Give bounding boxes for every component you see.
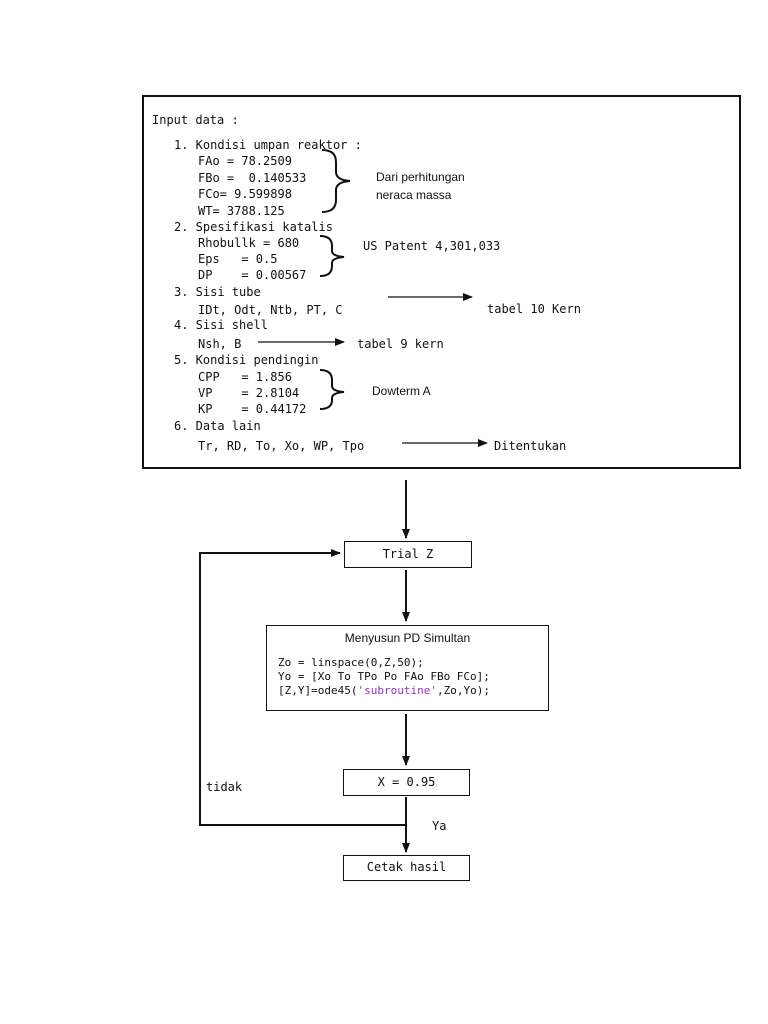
section-2-line-dp: DP = 0.00567 bbox=[198, 268, 307, 282]
section-2-line-eps: Eps = 0.5 bbox=[198, 252, 278, 266]
section-5-line-cpp: CPP = 1.856 bbox=[198, 370, 292, 384]
section-1-line-fco: FCo= 9.599898 bbox=[198, 187, 292, 201]
code-line-1: Zo = linspace(0,Z,50); bbox=[278, 656, 424, 669]
check-x-box: X = 0.95 bbox=[343, 769, 470, 796]
code-line-3: [Z,Y]=ode45('subroutine',Zo,Yo); bbox=[278, 684, 490, 698]
section-6-note: Ditentukan bbox=[494, 439, 567, 453]
section-1-heading: 1. Kondisi umpan reaktor : bbox=[174, 138, 362, 152]
code-line-3-pre: [Z,Y]=ode45( bbox=[278, 684, 358, 697]
input-title: Input data : bbox=[152, 113, 239, 127]
section-3-heading: 3. Sisi tube bbox=[174, 285, 261, 299]
code-line-2: Yo = [Xo To TPo Po FAo FBo FCo]; bbox=[278, 670, 490, 683]
brace-spesifikasi-katalis bbox=[319, 235, 345, 277]
section-2-line-rho: Rhobullk = 680 bbox=[198, 236, 300, 250]
brace-kondisi-pendingin bbox=[319, 369, 345, 410]
section-2-heading: 2. Spesifikasi katalis bbox=[174, 220, 333, 234]
section-3-note: tabel 10 Kern bbox=[487, 302, 581, 316]
pd-simultan-title: Menyusun PD Simultan bbox=[344, 631, 471, 645]
label-tidak: tidak bbox=[206, 780, 243, 794]
code-line-3-string: 'subroutine' bbox=[357, 684, 437, 697]
section-6-line: Tr, RD, To, Xo, WP, Tpo bbox=[198, 439, 365, 453]
section-5-line-vp: VP = 2.8104 bbox=[198, 386, 300, 400]
section-1-line-wt: WT= 3788.125 bbox=[198, 204, 285, 218]
cetak-hasil-box: Cetak hasil bbox=[343, 855, 470, 881]
brace-kondisi-umpan bbox=[321, 149, 351, 213]
section-3-line: IDt, Odt, Ntb, PT, C bbox=[198, 303, 343, 317]
label-ya: Ya bbox=[432, 819, 447, 833]
section-6-heading: 6. Data lain bbox=[174, 419, 261, 433]
section-4-line: Nsh, B bbox=[198, 337, 242, 351]
section-1-note-line2: neraca massa bbox=[376, 188, 452, 202]
section-4-note: tabel 9 kern bbox=[357, 337, 444, 351]
section-1-note-line1: Dari perhitungan bbox=[376, 170, 465, 184]
pd-simultan-box bbox=[266, 625, 549, 711]
loop-back-line bbox=[199, 549, 406, 826]
section-5-line-kp: KP = 0.44172 bbox=[198, 402, 307, 416]
trial-z-box: Trial Z bbox=[344, 541, 472, 568]
section-1-line-fbo: FBo = 0.140533 bbox=[198, 171, 307, 185]
section-5-note: Dowterm A bbox=[372, 384, 431, 398]
section-1-line-fao: FAo = 78.2509 bbox=[198, 154, 292, 168]
input-data-box bbox=[142, 95, 741, 469]
code-line-3-post: ,Zo,Yo); bbox=[436, 684, 490, 697]
section-4-heading: 4. Sisi shell bbox=[174, 318, 268, 332]
section-2-note: US Patent 4,301,033 bbox=[363, 239, 501, 253]
section-5-heading: 5. Kondisi pendingin bbox=[174, 353, 319, 367]
